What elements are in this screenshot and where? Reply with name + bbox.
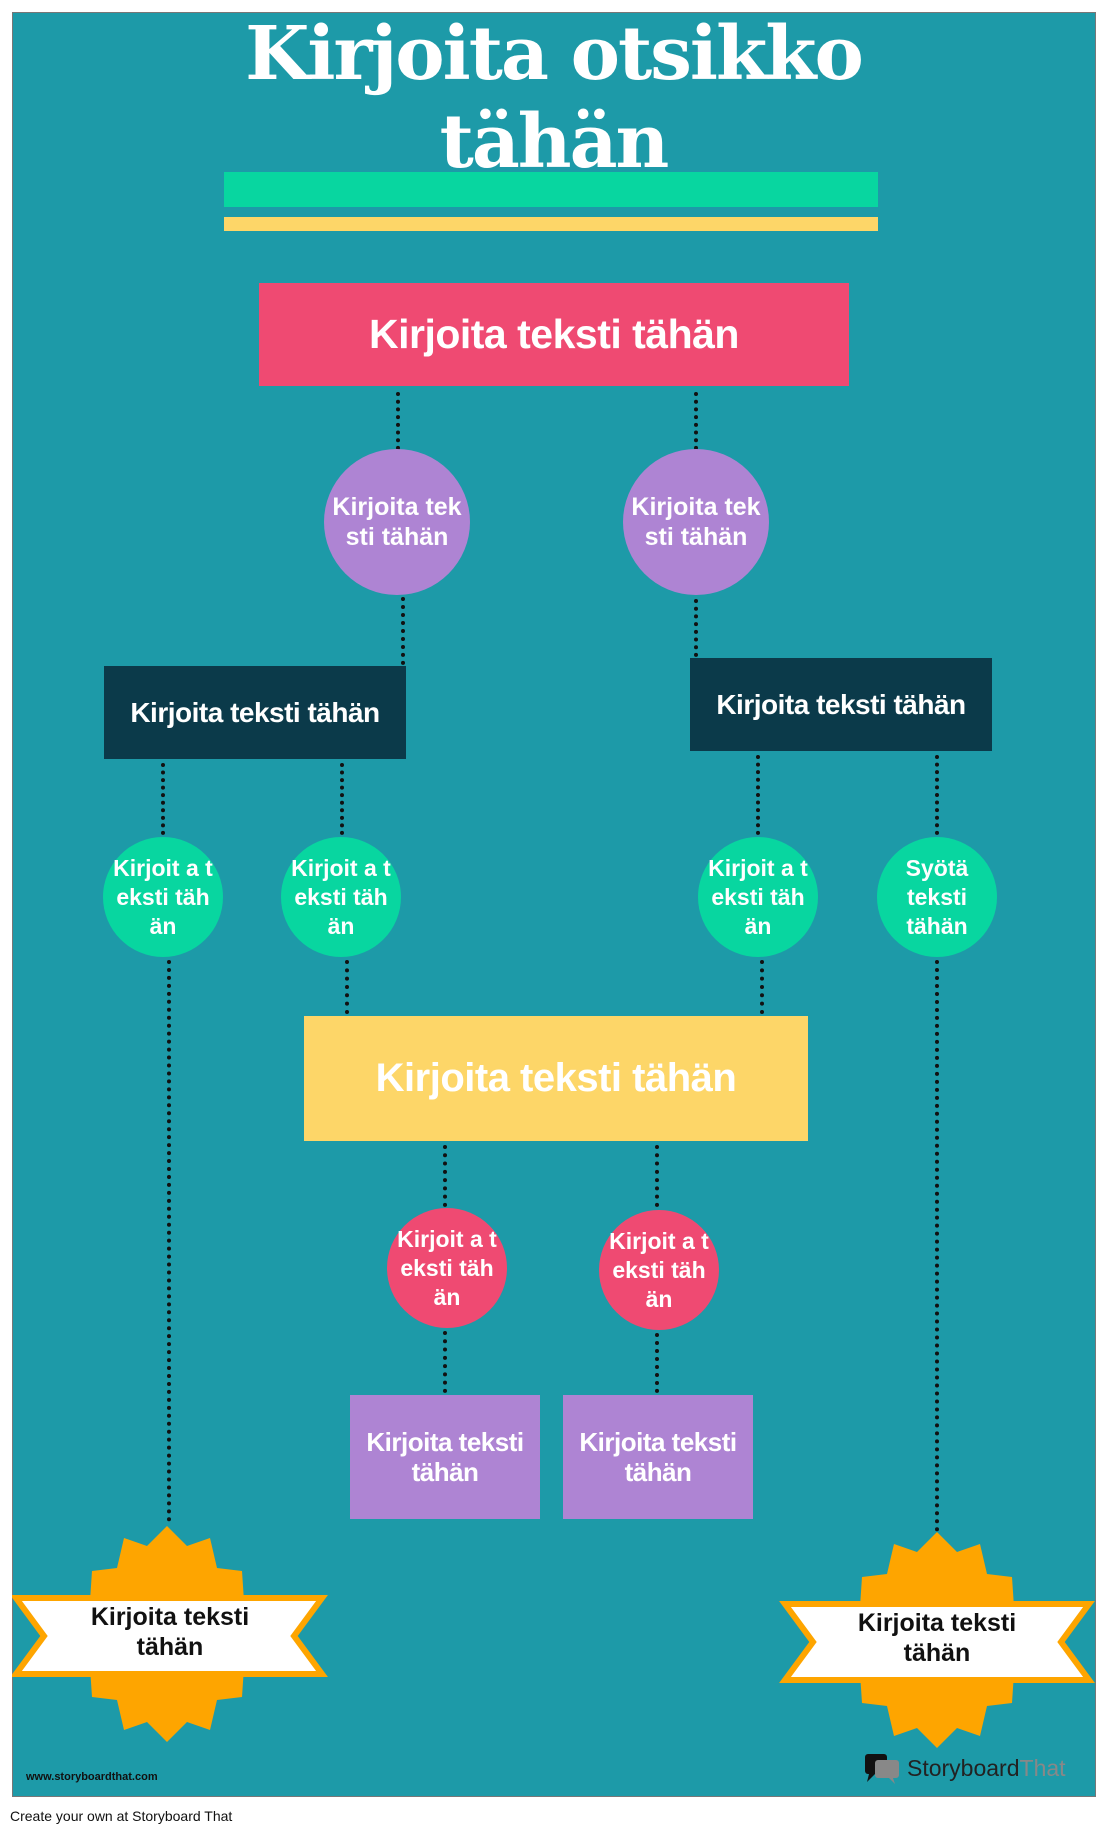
footer-text[interactable]: Create your own at Storyboard That [10,1808,233,1824]
badge-label: Kirjoita teksti tähän [90,1603,250,1661]
badge-label: Kirjoita teksti tähän [857,1609,1017,1667]
connector [167,960,171,1522]
purple-circle: Kirjoita teksti tähän [623,449,769,595]
yellow-divider [224,217,878,231]
green-circle: Syötä teksti tähän [877,837,997,957]
title-line-2: tähän [439,99,670,172]
connector [161,763,165,835]
connector [655,1333,659,1393]
starburst-badge-right: Kirjoita teksti tähän [779,1532,1095,1748]
connector [760,960,764,1014]
green-circle: Kirjoit a teksti tähän [698,837,818,957]
connector [443,1145,447,1207]
connector [340,763,344,835]
green-circle: Kirjoit a teksti tähän [281,837,401,957]
connector [443,1331,447,1393]
page-title: Kirjoita otsikko tähän [0,0,1107,172]
title-line-1: Kirjoita otsikko [245,11,864,97]
connector [756,755,760,835]
connector [401,597,405,665]
purple-box: Kirjoita teksti tähän [350,1395,540,1519]
green-divider [224,172,878,207]
green-circle: Kirjoit a teksti tähän [103,837,223,957]
starburst-icon [779,1532,1095,1748]
dark-box-right: Kirjoita teksti tähän [690,658,992,751]
connector [694,392,698,450]
starburst-badge-left: Kirjoita teksti tähän [12,1526,328,1742]
connector [396,392,400,450]
starburst-icon [12,1526,328,1742]
top-box: Kirjoita teksti tähän [259,283,849,386]
pink-circle: Kirjoit a teksti tähän [599,1210,719,1330]
connector [935,960,939,1532]
logo-part-1: Storyboard [907,1754,1020,1781]
dark-box-left: Kirjoita teksti tähän [104,666,406,759]
speech-bubble-icon [865,1754,899,1784]
logo-part-2: That [1019,1754,1066,1781]
connector [655,1145,659,1207]
purple-circle: Kirjoita teksti tähän [324,449,470,595]
connector [345,960,349,1014]
connector [935,755,939,835]
connector [694,599,698,657]
pink-circle: Kirjoit a teksti tähän [387,1208,507,1328]
purple-box: Kirjoita teksti tähän [563,1395,753,1519]
center-yellow-box: Kirjoita teksti tähän [304,1016,808,1141]
watermark-url[interactable]: www.storyboardthat.com [26,1771,158,1783]
